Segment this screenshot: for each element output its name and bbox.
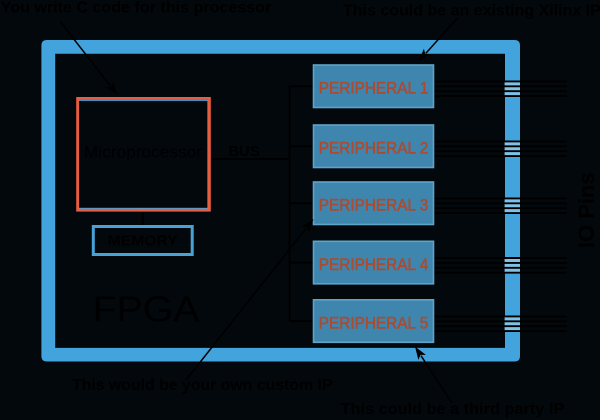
svg-text:PERIPHERAL 3: PERIPHERAL 3 — [319, 197, 429, 215]
svg-text:This would be your own custom: This would be your own custom IP — [72, 377, 333, 394]
svg-text:IO Pins: IO Pins — [574, 173, 599, 249]
svg-text:PERIPHERAL 5: PERIPHERAL 5 — [319, 314, 429, 332]
svg-text:PERIPHERAL 1: PERIPHERAL 1 — [319, 80, 429, 98]
svg-text:This could be an existing Xili: This could be an existing Xilinx IP — [343, 3, 600, 20]
svg-text:FPGA: FPGA — [93, 288, 200, 329]
svg-text:MEMORY: MEMORY — [108, 233, 178, 250]
svg-text:Microprocessor: Microprocessor — [84, 142, 202, 161]
svg-text:This could be a third party IP: This could be a third party IP — [341, 401, 565, 418]
svg-text:PERIPHERAL 2: PERIPHERAL 2 — [319, 140, 429, 158]
svg-text:PERIPHERAL 4: PERIPHERAL 4 — [319, 256, 429, 274]
svg-text:You write C code for this proc: You write C code for this processor — [1, 0, 272, 17]
svg-text:BUS: BUS — [228, 143, 260, 160]
